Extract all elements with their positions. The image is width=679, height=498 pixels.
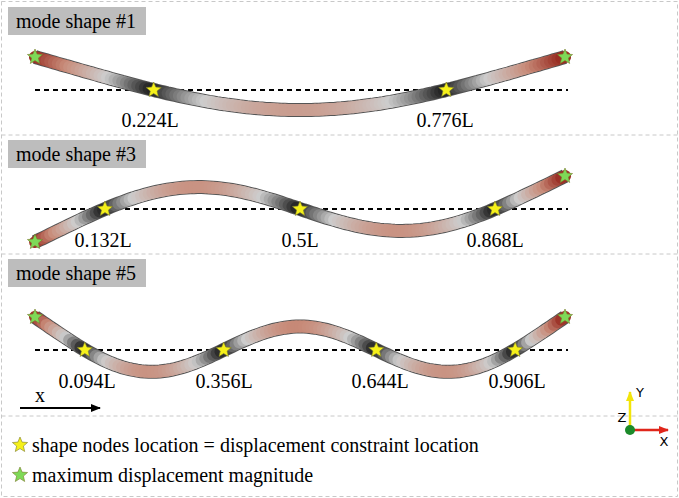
position-label: 0.132L — [74, 229, 131, 251]
max-star — [557, 309, 572, 324]
axis-label: Z — [618, 411, 627, 425]
legend-star — [12, 467, 27, 482]
position-label: 0.094L — [58, 370, 115, 392]
position-label: 0.224L — [121, 109, 178, 131]
node-star — [97, 201, 112, 216]
triad-y — [629, 392, 632, 430]
max-star — [27, 234, 42, 249]
mode-header: mode shape #3 — [8, 140, 146, 168]
max-star — [27, 309, 42, 324]
node-star — [487, 201, 502, 216]
position-label: 0.906L — [488, 370, 545, 392]
max-star — [557, 168, 572, 183]
axis-label: Y — [636, 386, 644, 400]
node-star — [216, 342, 231, 357]
position-label: 0.644L — [351, 370, 408, 392]
legend-stars — [12, 437, 27, 482]
neutral-axis — [35, 349, 568, 351]
position-label: 0.5L — [281, 229, 318, 251]
node-star — [508, 342, 523, 357]
panel-divider — [2, 416, 678, 417]
node-star — [292, 201, 307, 216]
node-star — [439, 82, 454, 97]
neutral-axis — [35, 89, 568, 91]
legend-star — [12, 437, 27, 452]
header-text: mode shape #5 — [16, 262, 138, 284]
beam-group — [27, 49, 572, 372]
triad-z — [625, 425, 635, 435]
node-star — [369, 342, 384, 357]
triad-x — [630, 429, 668, 432]
axis-label: X — [660, 435, 669, 449]
panel-divider — [2, 254, 678, 255]
legend-text: shape nodes location = displacement cons… — [32, 434, 479, 456]
beam-outline — [35, 317, 565, 372]
beam-outline — [35, 57, 565, 110]
position-label: 0.776L — [416, 109, 473, 131]
max-star — [27, 49, 42, 64]
mode-header: mode shape #5 — [8, 259, 146, 287]
header-text: mode shape #3 — [16, 143, 138, 165]
node-star — [77, 342, 92, 357]
position-label: 0.868L — [466, 229, 523, 251]
position-label: 0.356L — [195, 370, 252, 392]
node-star — [146, 82, 161, 97]
mode-header: mode shape #1 — [8, 7, 146, 35]
position-label: x — [35, 384, 45, 406]
panel-divider — [2, 135, 678, 136]
legend-text: maximum displacement magnitude — [32, 464, 313, 486]
x-arrow — [20, 407, 100, 409]
max-star — [557, 49, 572, 64]
header-text: mode shape #1 — [16, 10, 138, 32]
